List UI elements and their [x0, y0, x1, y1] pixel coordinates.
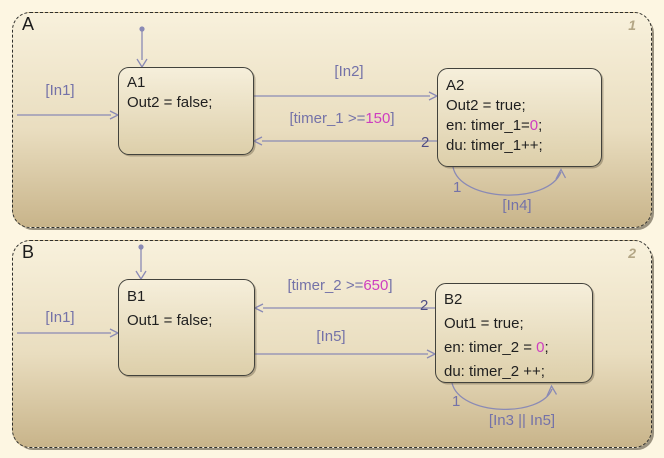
transition-label-b-in5[interactable]: [In5] [316, 328, 346, 345]
superstate-b-label: B [22, 242, 35, 262]
state-b1[interactable]: B1 Out1 = false; [118, 279, 255, 376]
state-a1-title: A1 [127, 74, 146, 91]
state-b2-during-action: du: timer_2 ++; [444, 363, 545, 380]
transition-a-in1[interactable] [17, 110, 120, 120]
state-a2-entry-action: en: timer_1=0; [446, 116, 601, 136]
state-b2[interactable]: B2 Out1 = true; en: timer_2 = 0; du: tim… [435, 283, 593, 383]
state-b2-title: B2 [444, 291, 463, 308]
state-a1-action: Out2 = false; [127, 94, 213, 111]
superstate-a-label: A [22, 14, 35, 34]
transition-b-in1[interactable] [17, 328, 120, 338]
state-a1[interactable]: A1 Out2 = false; [118, 67, 254, 155]
transition-label-b-timer[interactable]: [timer_2 >=650] [287, 277, 392, 294]
b2-entry-value: 0 [536, 339, 545, 356]
state-a2-action-1: Out2 = true; [446, 97, 526, 114]
b2-entry-text: en: timer_2 = [444, 339, 537, 356]
default-transition-a1[interactable] [136, 26, 148, 69]
state-a2-during-action: du: timer_1++; [446, 137, 543, 154]
b-timer-condition-bracket: ] [388, 277, 393, 294]
transition-label-a-timer[interactable]: [timer_1 >=150] [289, 110, 394, 127]
a-timer-condition-text: [timer_1 >= [289, 110, 366, 127]
transition-label-a-loop[interactable]: [In4] [502, 197, 532, 214]
transition-b-in5[interactable] [255, 349, 437, 359]
state-a2[interactable]: A2 Out2 = true; en: timer_1=0; du: timer… [437, 68, 602, 167]
transition-a-loop[interactable] [452, 166, 567, 196]
transition-label-a-in2[interactable]: [In2] [334, 63, 364, 80]
transition-b-loop[interactable] [451, 382, 558, 410]
superstate-b-order-number: 2 [628, 245, 636, 261]
superstate-a-order-number: 1 [628, 17, 636, 33]
state-b2-action-1: Out1 = true; [444, 315, 524, 332]
transition-label-b-in1[interactable]: [In1] [45, 309, 75, 326]
state-b1-title: B1 [127, 288, 146, 305]
b-timer-condition-text: [timer_2 >= [287, 277, 364, 294]
transition-label-b-loop[interactable]: [In3 || In5] [488, 412, 556, 429]
transition-a-timer[interactable] [252, 136, 437, 146]
state-a2-title: A2 [446, 77, 465, 94]
a-timer-condition-bracket: ] [390, 110, 395, 127]
state-b2-entry-action: en: timer_2 = 0; [444, 336, 592, 360]
a2-entry-semicolon: ; [538, 117, 543, 134]
transition-order-a-loop: 1 [453, 179, 462, 196]
state-b1-action: Out1 = false; [127, 312, 213, 329]
transition-order-b-timer: 2 [420, 297, 429, 314]
a2-entry-text: en: timer_1= [446, 117, 530, 134]
transition-order-a-timer: 2 [421, 134, 430, 151]
transition-a-in2[interactable] [254, 91, 439, 101]
b2-entry-semicolon: ; [544, 339, 549, 356]
a2-entry-value: 0 [529, 117, 539, 134]
b-timer-condition-value: 650 [363, 277, 389, 294]
default-transition-b1[interactable] [135, 244, 147, 281]
a-timer-condition-value: 150 [365, 110, 391, 127]
transition-order-b-loop: 1 [452, 393, 461, 410]
transition-label-a-in1[interactable]: [In1] [45, 82, 75, 99]
transition-b-timer[interactable] [253, 303, 435, 313]
